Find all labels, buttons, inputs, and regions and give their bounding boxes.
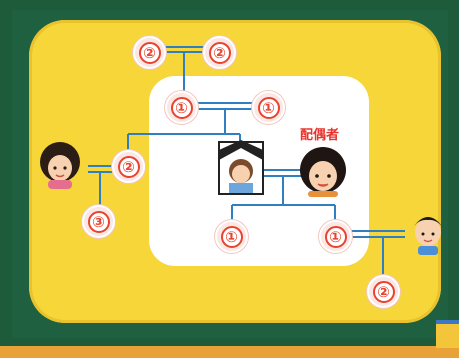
rank-node-grandparent-2: ② <box>203 36 236 69</box>
book-icon <box>436 320 459 348</box>
rank-node-child-2: ① <box>319 220 352 253</box>
rank-mark: ③ <box>87 210 110 233</box>
woman-icon <box>40 142 80 189</box>
rank-mark: ② <box>208 41 231 64</box>
man-icon <box>414 217 442 255</box>
rank-mark: ① <box>170 96 193 119</box>
spouse-label: 配偶者 <box>300 128 340 143</box>
rank-mark: ① <box>220 225 243 248</box>
rank-node-child-1: ① <box>215 220 248 253</box>
rank-mark: ① <box>257 96 280 119</box>
rank-node-parent-1: ① <box>165 91 198 124</box>
rank-node-parent-2: ① <box>252 91 285 124</box>
chalk-tray <box>0 346 459 358</box>
rank-mark: ② <box>117 155 140 178</box>
rank-node-sibling: ② <box>112 150 145 183</box>
rank-node-grandchild: ② <box>367 275 400 308</box>
rank-mark: ② <box>372 280 395 303</box>
spouse-woman-icon <box>300 147 346 197</box>
rank-mark: ① <box>324 225 347 248</box>
rank-node-nephew-niece: ③ <box>82 205 115 238</box>
deceased-portrait-icon <box>218 140 264 195</box>
rank-node-grandparent-1: ② <box>133 36 166 69</box>
rank-mark: ② <box>138 41 161 64</box>
